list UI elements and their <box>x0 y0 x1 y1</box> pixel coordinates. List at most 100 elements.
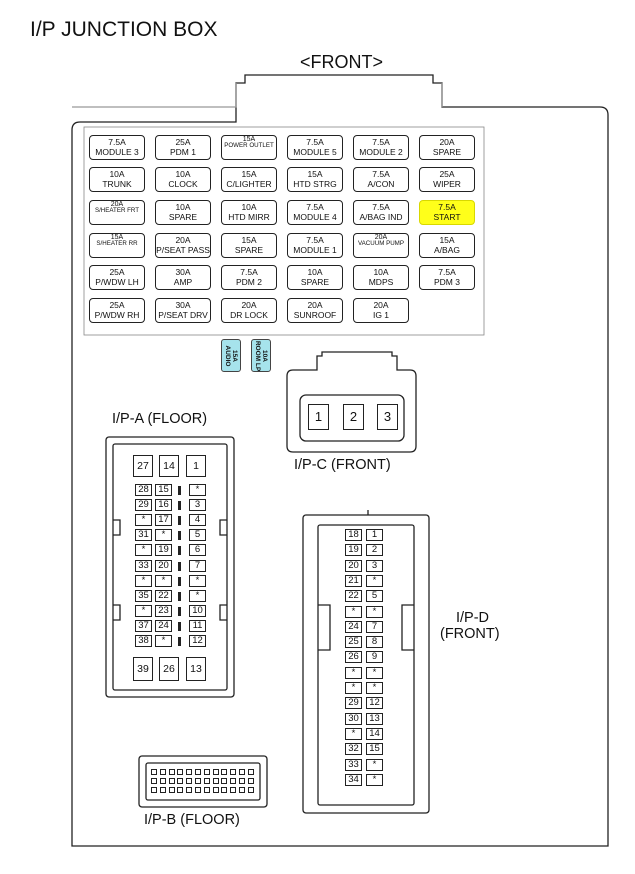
ipb-cavity <box>203 778 210 784</box>
connector-pin: 23 <box>155 604 172 617</box>
connector-pin: 20 <box>345 559 362 572</box>
connector-pin: 22 <box>345 590 362 603</box>
connector-pin: * <box>189 589 206 602</box>
fuse-label: P/SEAT DRV <box>158 309 208 320</box>
fuse-label: SPARE <box>234 244 264 255</box>
connector-pin: 11 <box>189 619 206 632</box>
connector-pin: 37 <box>135 619 152 632</box>
connector-pin: 3 <box>366 559 383 572</box>
ipb-cavity <box>212 769 219 775</box>
fuse-rating: 10A <box>109 169 125 179</box>
latch-bar <box>178 486 181 495</box>
latch-bar <box>178 621 181 631</box>
fuse-rating: 30A <box>175 300 191 310</box>
fuse-label: SPARE <box>432 146 462 157</box>
ipb-cavity <box>221 778 228 784</box>
fuse-rating: 7.5A <box>306 202 324 212</box>
fuse-rating: 15A <box>242 136 256 143</box>
ipd-label-line2: (FRONT) <box>440 626 500 642</box>
fuse-rating: 10A <box>373 267 389 277</box>
fuse-rating: 20A <box>374 234 388 241</box>
ipb-cavity <box>239 787 245 793</box>
fuse-rating: 25A <box>109 267 125 277</box>
latch-bar <box>178 591 181 601</box>
ipb-cavity <box>195 787 201 793</box>
fuse-label: POWER OUTLET <box>224 142 274 149</box>
connector-pin: 39 <box>133 657 153 681</box>
connector-pin: * <box>135 604 152 617</box>
fuse-label: VACUUM PUMP <box>358 240 404 247</box>
connector-pin: 12 <box>366 697 383 710</box>
box-tab <box>72 83 443 108</box>
fuse-label: MODULE 1 <box>293 244 337 255</box>
connector-pin: 7 <box>366 620 383 633</box>
ipb-cavity <box>195 778 201 784</box>
ipb-cavity <box>186 769 193 775</box>
connector-pin: 27 <box>133 455 153 477</box>
connector-pin: * <box>135 544 152 557</box>
connector-pin: * <box>366 605 383 618</box>
ipb-cavity <box>230 787 237 793</box>
fuse-rating: 15A <box>439 235 455 245</box>
ipb-cavity <box>203 787 210 793</box>
fuse-label: MODULE 3 <box>95 146 139 157</box>
ipb-cavity <box>168 787 175 793</box>
connector-pin: 9 <box>366 651 383 664</box>
ipb-cavity <box>177 769 184 775</box>
fuse-label: CLOCK <box>168 178 198 189</box>
connector-pin: * <box>155 529 172 542</box>
fuse-rating: 10A <box>175 202 191 212</box>
fuse-rating: 15A <box>307 169 323 179</box>
ipb-inner <box>145 762 261 801</box>
fuse-label: DR LOCK <box>230 309 268 320</box>
front-label: <FRONT> <box>300 52 384 72</box>
fuse-label: TRUNK <box>102 178 132 189</box>
fuse-rating: 20A <box>241 300 257 310</box>
fuse-rating: 7.5A <box>372 137 390 147</box>
ipa-notch <box>113 519 227 621</box>
connector-pin: 14 <box>159 455 179 477</box>
connector-pin: * <box>135 574 152 587</box>
fuse-label: P/SEAT PASS <box>156 244 210 255</box>
ipb-cavity <box>212 787 219 793</box>
connector-pin: 25 <box>345 636 362 649</box>
fuse-rating: 7.5A <box>372 169 390 179</box>
ipb-cavity <box>221 769 228 775</box>
fuse-label: MODULE 5 <box>293 146 337 157</box>
connector-pin: * <box>189 484 206 496</box>
fuse-rating: 7.5A <box>372 202 390 212</box>
connector-pin: 15 <box>155 484 172 496</box>
ipb-cavity <box>168 778 175 784</box>
ipb-cavity <box>151 769 157 775</box>
ipb-cavity <box>151 778 157 784</box>
fuse-rating: 10A <box>241 202 257 212</box>
fuse-label: IG 1 <box>372 309 390 320</box>
fuse-rating: 25A <box>175 137 191 147</box>
connector-pin: 5 <box>189 529 206 542</box>
connector-pin: 24 <box>155 619 172 632</box>
fuse-label: S/HEATER FRT <box>94 207 140 214</box>
fuse-rating: 20A <box>175 235 191 245</box>
connector-pin: 2 <box>343 404 364 430</box>
ipd-inner <box>317 524 415 806</box>
connector-pin: 19 <box>155 544 172 557</box>
connector-pin: 18 <box>345 529 362 541</box>
fuse-label: HTD MIRR <box>228 211 270 222</box>
connector-pin: 28 <box>135 484 152 496</box>
ipa-label: I/P-A (FLOOR) <box>112 411 208 427</box>
ipb-cavity <box>151 787 157 793</box>
